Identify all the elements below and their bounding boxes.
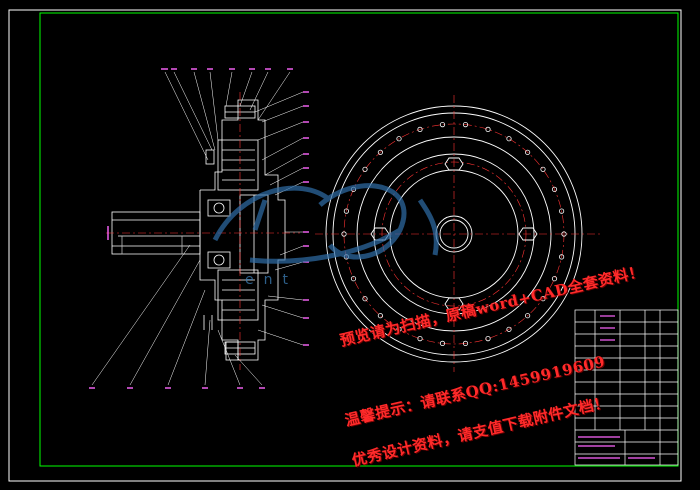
bolt-hole (558, 254, 565, 260)
title-block-fill (578, 315, 655, 459)
bolt-hole (377, 149, 383, 155)
bolt-hole (485, 126, 491, 132)
bolt-hole (540, 166, 546, 172)
bolt-hole (396, 326, 402, 332)
bolt-hole (551, 186, 558, 192)
bolt-hole (506, 136, 512, 142)
bolt-hole (558, 208, 565, 214)
bolt-hole (506, 326, 512, 332)
bolt-hole (485, 335, 491, 342)
bolt-hole (551, 276, 558, 282)
bolt-hole (417, 126, 423, 132)
inner-frame (39, 12, 679, 467)
front-view-centerlines (315, 95, 603, 372)
section-centerlines (106, 92, 300, 370)
watermark-logo-text: ent (245, 272, 298, 288)
bolt-hole (362, 166, 368, 172)
bolt-hole (462, 340, 469, 346)
bolt-hole (343, 208, 349, 214)
bolt-hole (396, 136, 402, 142)
bolt-hole (439, 122, 446, 128)
bolt-hole (417, 335, 423, 342)
title-block (574, 309, 679, 466)
bolt-holes (341, 122, 567, 346)
bolt-hole (462, 122, 469, 128)
bolt-hole (561, 231, 567, 237)
globe-swoosh-logo (212, 183, 439, 264)
leader-labels (89, 68, 309, 389)
bolt-hole (377, 313, 383, 319)
leader-lines (91, 71, 304, 386)
bolt-hole (350, 276, 357, 282)
bolt-hole (524, 149, 531, 155)
bolt-hole (439, 340, 446, 346)
bolt-hole (524, 313, 531, 319)
bolt-hole (341, 231, 347, 237)
bolt-hole (540, 296, 546, 302)
section-view (111, 99, 286, 361)
bolt-hole (362, 296, 368, 302)
outer-frame (8, 9, 682, 482)
